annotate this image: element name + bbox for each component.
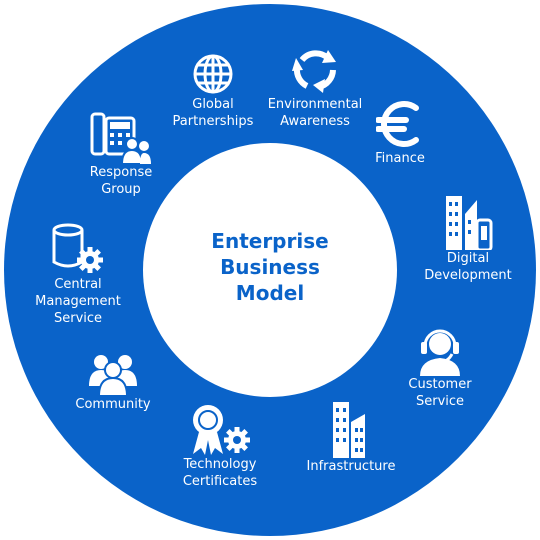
center-title-line-3: Model — [235, 281, 305, 305]
database-gear-icon — [52, 223, 103, 273]
globe-icon — [193, 54, 233, 94]
recycle-arrows-icon — [292, 50, 336, 93]
segment-label: Technology Certificates — [182, 457, 258, 489]
segment-customer-service: Customer Service — [395, 322, 485, 410]
segment-label: Finance — [375, 151, 425, 166]
segment-central-management-service: Central Management Service — [30, 222, 126, 327]
segment-finance: Finance — [365, 98, 435, 167]
segment-infrastructure: Infrastructure — [296, 398, 406, 475]
segment-digital-development: Digital Development — [418, 190, 518, 284]
segment-label: Central Management Service — [35, 277, 121, 326]
segment-community: Community — [68, 350, 158, 413]
headset-agent-icon — [420, 329, 460, 376]
segment-label: Community — [75, 397, 151, 412]
phone-users-icon — [90, 112, 151, 164]
segment-label: Environmental Awareness — [267, 97, 363, 129]
center-title: Enterprise Business Model — [170, 228, 370, 306]
skyscraper-icon — [333, 402, 365, 458]
segment-response-group: Response Group — [78, 112, 164, 198]
segment-global-partnerships: Global Partnerships — [158, 52, 268, 130]
segment-label: Customer Service — [408, 377, 472, 409]
euro-icon — [376, 101, 419, 147]
segment-technology-certificates: Technology Certificates — [170, 402, 270, 490]
award-gear-icon — [193, 405, 250, 455]
segment-label: Digital Development — [424, 251, 512, 283]
people-group-icon — [89, 355, 137, 396]
center-title-line-1: Enterprise — [211, 229, 329, 253]
city-buildings-icon — [446, 196, 493, 250]
segment-environmental-awareness: Environmental Awareness — [259, 44, 371, 130]
segment-label: Infrastructure — [306, 459, 396, 474]
segment-label: Response Group — [89, 165, 153, 197]
center-title-line-2: Business — [220, 255, 320, 279]
segment-label: Global Partnerships — [172, 97, 254, 129]
